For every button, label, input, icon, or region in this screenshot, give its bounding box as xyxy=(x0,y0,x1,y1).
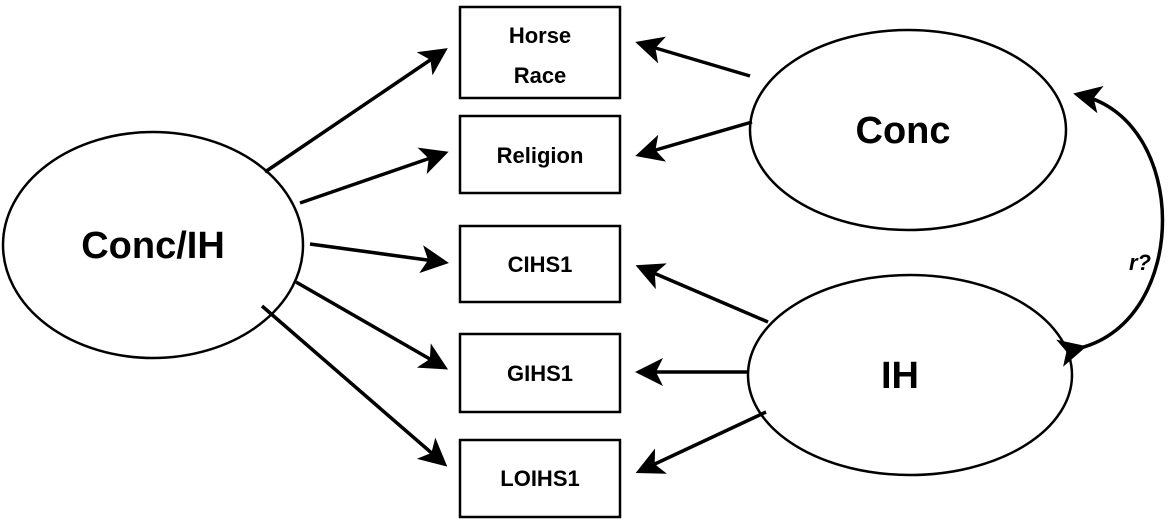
indicator-label-horse: Horse xyxy=(509,23,571,48)
latent-conc-ih xyxy=(1,130,305,360)
indicator-cihs1 xyxy=(458,224,622,304)
arrow-ih-loihs1 xyxy=(635,410,767,474)
indicator-label-race: Race xyxy=(514,63,567,88)
arrow-conc-religion xyxy=(635,120,753,162)
arrow-ih-cihs1 xyxy=(635,263,769,324)
correlation-arrow xyxy=(1056,86,1165,367)
arrow-general-cihs1 xyxy=(309,242,449,274)
arrow-general-loihs1 xyxy=(260,304,448,467)
latent-conc-label: Conc xyxy=(856,110,951,152)
indicator-horse-race xyxy=(458,5,622,100)
arrow-general-gihs1 xyxy=(295,280,449,370)
latent-ih xyxy=(746,273,1074,477)
arrow-general-religion xyxy=(299,147,449,205)
indicator-label-gihs1: GIHS1 xyxy=(507,361,573,386)
arrow-conc-horserace xyxy=(635,36,751,78)
correlation-label: r? xyxy=(1129,250,1151,275)
indicator-label-cihs1: CIHS1 xyxy=(508,252,573,277)
indicator-label-loihs1: LOIHS1 xyxy=(500,466,579,491)
latent-ih-label: IH xyxy=(881,355,919,397)
indicator-religion xyxy=(458,114,622,195)
indicator-gihs1 xyxy=(458,332,622,414)
indicator-loihs1 xyxy=(458,438,622,519)
latent-conc-ih-label: Conc/IH xyxy=(81,225,225,267)
indicator-label-religion: Religion xyxy=(497,143,584,168)
arrow-general-horserace xyxy=(264,48,448,174)
